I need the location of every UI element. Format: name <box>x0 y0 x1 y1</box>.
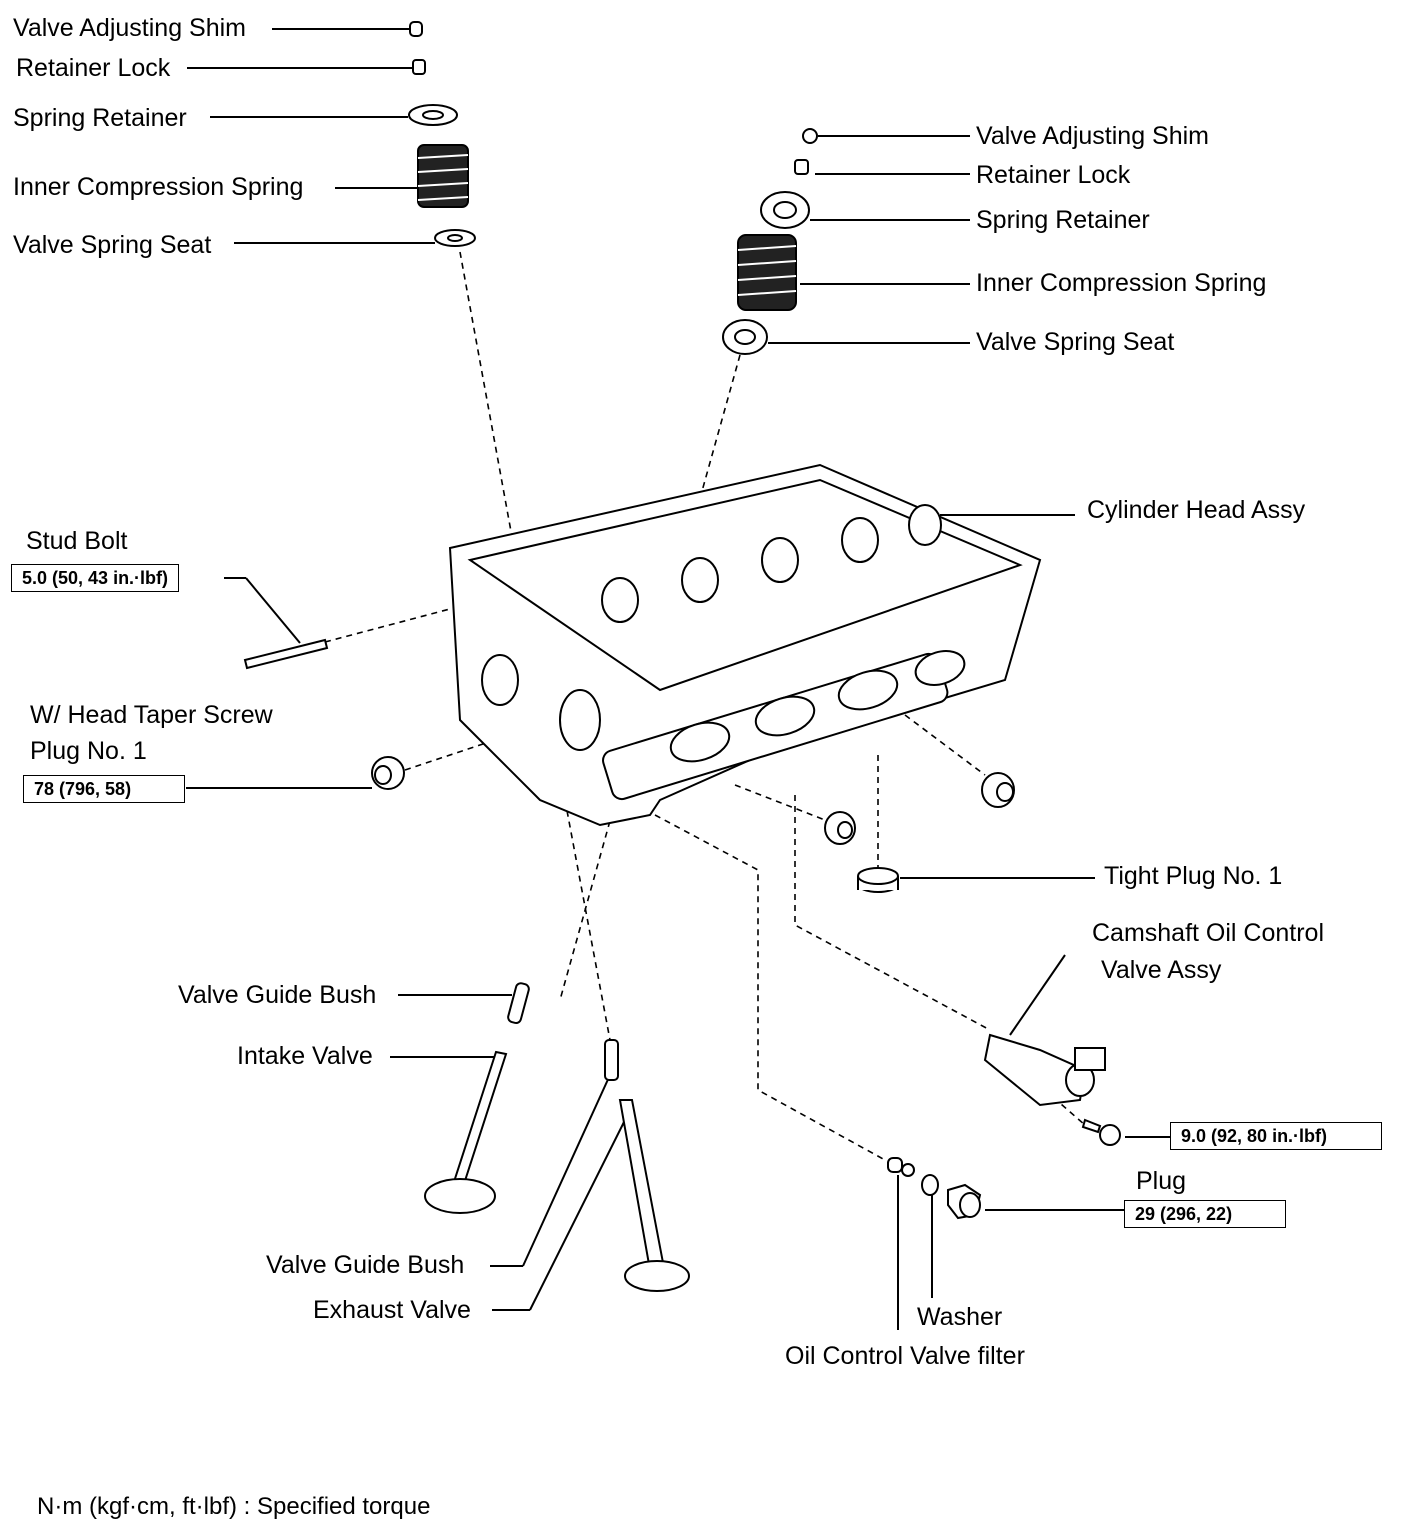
label-valve-spring-seat-right: Valve Spring Seat <box>976 328 1175 356</box>
label-taper-plug-line2: Plug No. 1 <box>30 737 147 765</box>
label-valve-guide-bush-intake: Valve Guide Bush <box>178 981 377 1009</box>
ocv-bolt <box>1081 1118 1121 1146</box>
label-ocv-line2: Valve Assy <box>1101 956 1222 984</box>
valve-adjusting-shim-right <box>802 128 818 144</box>
label-inner-compression-spring-right: Inner Compression Spring <box>976 269 1267 297</box>
label-washer: Washer <box>917 1303 1003 1331</box>
taper-screw-plug-3 <box>981 772 1015 808</box>
label-inner-compression-spring-left: Inner Compression Spring <box>13 173 304 201</box>
label-plug: Plug <box>1136 1167 1187 1195</box>
stud-bolt <box>243 638 329 670</box>
inner-compression-spring-left <box>417 144 469 208</box>
leader-line <box>245 577 301 644</box>
assembly-line <box>734 784 826 821</box>
label-spring-retainer-right: Spring Retainer <box>976 206 1150 234</box>
torque-taper-plug: 78 (796, 58) <box>23 775 185 803</box>
assembly-line <box>1044 1089 1086 1126</box>
label-valve-adjusting-shim-left: Valve Adjusting Shim <box>13 14 246 42</box>
retainer-lock-left <box>412 59 426 75</box>
label-valve-guide-bush-exhaust: Valve Guide Bush <box>266 1251 465 1279</box>
valve-guide-bush-exhaust <box>604 1039 619 1081</box>
torque-plug: 29 (296, 22) <box>1124 1200 1286 1228</box>
taper-screw-plug <box>371 756 405 790</box>
label-valve-adjusting-shim-right: Valve Adjusting Shim <box>976 122 1209 150</box>
intake-valve <box>424 1050 508 1214</box>
assembly-line <box>794 795 991 1031</box>
exhaust-valve <box>618 1099 690 1292</box>
label-intake-valve: Intake Valve <box>237 1042 373 1070</box>
inner-compression-spring-right <box>737 234 797 311</box>
label-retainer-lock-right: Retainer Lock <box>976 161 1131 189</box>
label-cylinder-head-assy: Cylinder Head Assy <box>1087 496 1306 524</box>
label-ocv-line1: Camshaft Oil Control <box>1092 919 1325 947</box>
camshaft-oil-control-valve <box>983 1033 1106 1107</box>
leader-line <box>529 1119 626 1311</box>
valve-adjusting-shim-left <box>409 21 423 37</box>
label-spring-retainer-left: Spring Retainer <box>13 104 187 132</box>
label-valve-spring-seat-left: Valve Spring Seat <box>13 231 212 259</box>
label-ocv-filter: Oil Control Valve filter <box>785 1342 1025 1370</box>
valve-guide-bush-intake <box>507 982 530 1025</box>
label-tight-plug: Tight Plug No. 1 <box>1104 862 1283 890</box>
oil-control-valve-filter <box>887 1157 903 1173</box>
torque-stud-bolt: 5.0 (50, 43 in.·lbf) <box>11 564 180 592</box>
retainer-lock-right <box>794 159 809 175</box>
label-taper-plug-line1: W/ Head Taper Screw <box>30 701 273 729</box>
torque-legend: N·m (kgf·cm, ft·lbf) : Specified torque <box>37 1493 431 1520</box>
torque-ocv-bolt: 9.0 (92, 80 in.·lbf) <box>1170 1122 1382 1150</box>
washer <box>921 1174 939 1196</box>
assembly-line <box>654 814 886 1161</box>
label-exhaust-valve: Exhaust Valve <box>313 1296 471 1324</box>
assembly-line <box>324 604 466 643</box>
leader-line <box>522 1074 611 1267</box>
tight-plug <box>857 867 899 893</box>
cylinder-head-assy <box>448 463 1042 827</box>
assembly-line <box>904 714 986 776</box>
leader-line <box>1009 954 1066 1036</box>
label-stud-bolt: Stud Bolt <box>26 527 128 555</box>
plug-part <box>947 1183 982 1220</box>
taper-screw-plug-2 <box>824 811 856 845</box>
assembly-line <box>564 799 611 1041</box>
label-retainer-lock-left: Retainer Lock <box>16 54 171 82</box>
